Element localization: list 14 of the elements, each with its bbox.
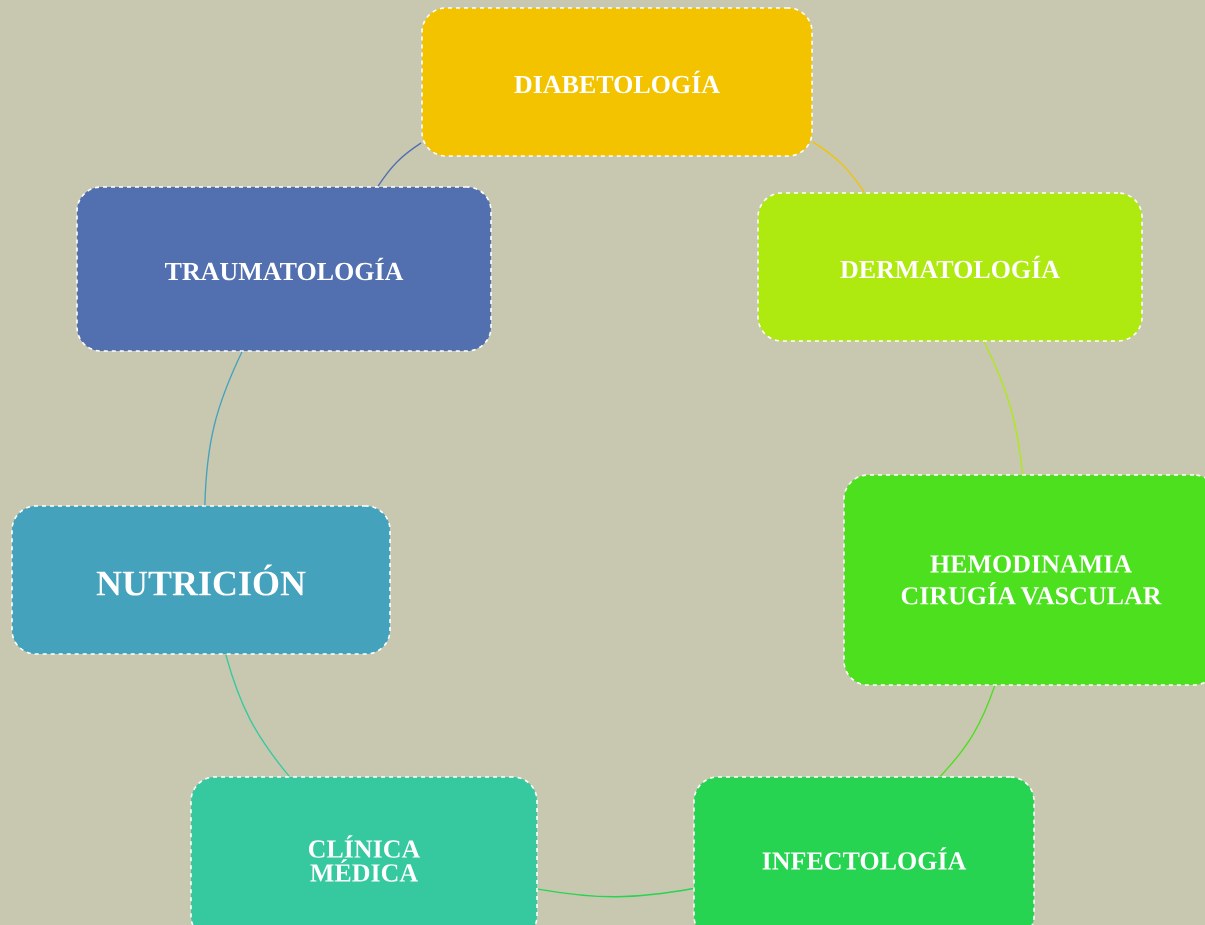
connector-arc (983, 341, 1024, 475)
connector-arc (939, 685, 996, 777)
connector-arc (537, 887, 694, 898)
specialty-box: INFECTOLOGÍA (693, 776, 1035, 925)
connector-arc (204, 351, 243, 506)
specialty-box: NUTRICIÓN (11, 505, 391, 655)
connector-arc (377, 142, 422, 187)
specialty-box: HEMODINAMIA CIRUGÍA VASCULAR (843, 474, 1205, 686)
specialty-box: DERMATOLOGÍA (757, 192, 1143, 342)
specialty-box: TRAUMATOLOGÍA (76, 186, 492, 352)
connector-arc (812, 141, 865, 193)
specialty-box: DIABETOLOGÍA (421, 7, 813, 157)
specialty-box: CLÍNICA MÉDICA (190, 776, 538, 925)
connector-arc (225, 654, 290, 777)
